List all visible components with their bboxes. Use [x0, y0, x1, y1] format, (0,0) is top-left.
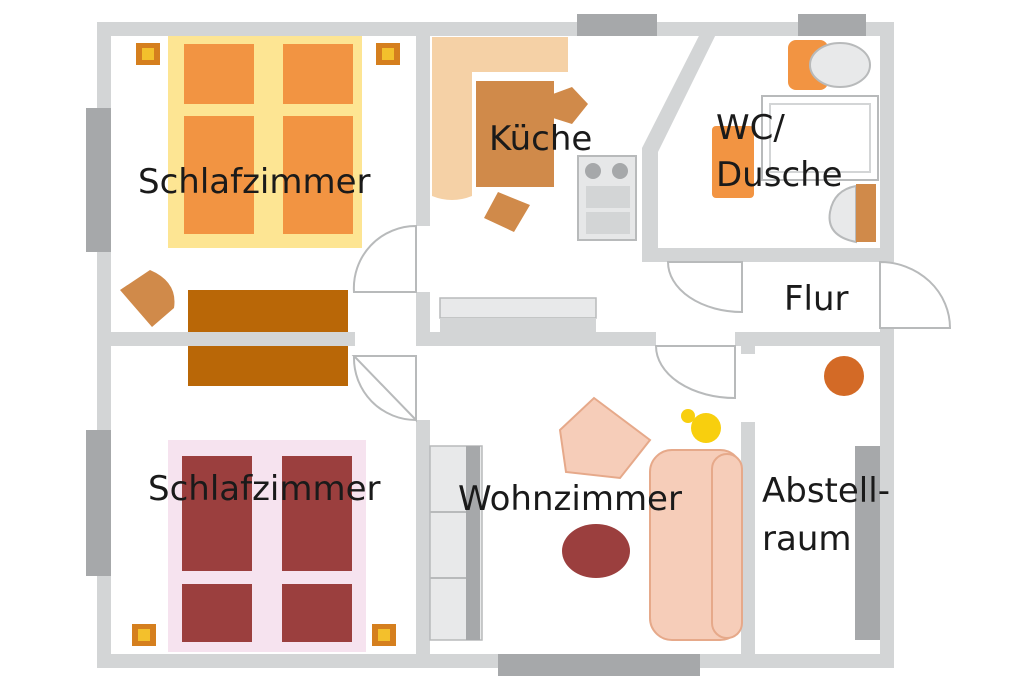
- wall-kitchen-diagonal: [642, 22, 722, 262]
- armchair-living: [558, 396, 652, 480]
- pillow-bottom-left: [182, 584, 252, 642]
- wall-horizontal-middle-center: [416, 332, 656, 346]
- room-labels: Schlafzimmer Küche WC/ Dusche Flur Schla…: [138, 108, 890, 559]
- shower-tray: [761, 95, 879, 181]
- label-wc-line2: Dusche: [716, 155, 843, 195]
- nightstand-lamp-bottom-left: [132, 624, 156, 646]
- lamp-light: [138, 629, 150, 641]
- wc-cabinet: [712, 126, 754, 198]
- kitchen-chair-top: [553, 87, 588, 124]
- door-bedroom-bottom: [351, 355, 417, 423]
- sofa-backrest: [711, 453, 743, 639]
- kitchen-chair-bottom: [484, 192, 530, 232]
- nightstand-lamp-bottom-right: [372, 624, 396, 646]
- sideboard-kitchen: [439, 297, 597, 332]
- sideboard-base: [440, 318, 596, 332]
- floor-lamp: [681, 409, 721, 443]
- door-entrance: [879, 260, 952, 329]
- doors: [351, 224, 952, 423]
- sofa: [649, 449, 743, 641]
- wall-flur-stub: [741, 332, 755, 354]
- outer-wall-right-upper: [880, 22, 894, 262]
- mattress-bottom-right: [282, 456, 352, 571]
- windows: [86, 14, 880, 676]
- sink: [828, 184, 857, 244]
- outer-wall-bottom: [97, 654, 894, 668]
- stove-burner: [612, 163, 628, 179]
- label-schlafzimmer-bottom: Schlafzimmer: [148, 469, 381, 509]
- kitchen-table: [476, 81, 554, 187]
- desk-bottom: [188, 346, 348, 386]
- window-left-upper: [86, 108, 111, 252]
- lamp-light: [382, 48, 394, 60]
- toilet-bowl: [809, 42, 871, 88]
- armchair-bedroom: [120, 270, 175, 327]
- door-wc: [666, 261, 743, 314]
- shelf-unit: [429, 445, 483, 641]
- lamp-small: [681, 409, 695, 423]
- pillow-bottom-right: [282, 584, 352, 642]
- wall-horizontal-middle-right: [735, 332, 880, 346]
- window-bottom-living: [498, 654, 700, 676]
- nightstand-lamp-top-right: [376, 43, 400, 65]
- window-left-lower: [86, 430, 111, 576]
- desk-top: [188, 290, 348, 332]
- kitchen-counter: [432, 37, 568, 200]
- window-top-kitchen: [577, 14, 657, 36]
- label-abstell-line2: raum: [762, 519, 851, 559]
- bed-bottom: [168, 440, 366, 652]
- window-top-wc: [798, 14, 866, 36]
- wall-bedroom-top-right-upper: [416, 22, 430, 226]
- label-wc-line1: WC/: [716, 108, 785, 148]
- label-abstell-line1: Abstell-: [762, 471, 890, 511]
- towel-rack: [856, 184, 876, 242]
- pillow-top-left: [184, 44, 254, 104]
- door-bedroom-bottom-arc: [352, 355, 417, 421]
- door-bedroom-top: [352, 224, 417, 293]
- pillow-top-right: [283, 44, 353, 104]
- stove-burner: [585, 163, 601, 179]
- shower-inner: [769, 103, 871, 173]
- label-kueche: Küche: [489, 119, 592, 159]
- wall-wc-bottom: [658, 248, 894, 262]
- door-living: [654, 345, 736, 400]
- lamp-large: [691, 413, 721, 443]
- shelf-back: [466, 446, 480, 640]
- label-schlafzimmer-top: Schlafzimmer: [138, 162, 371, 202]
- mattress-bottom-left: [182, 456, 252, 571]
- coffee-table: [562, 524, 630, 578]
- oven-door: [586, 186, 630, 208]
- label-flur: Flur: [784, 279, 849, 319]
- lamp-light: [378, 629, 390, 641]
- wall-horizontal-middle-left: [97, 332, 355, 346]
- lamp-light: [142, 48, 154, 60]
- wall-storage-left: [741, 422, 755, 668]
- wall-bedroom-bottom-right-lower: [416, 420, 430, 668]
- stove: [577, 155, 637, 241]
- outer-wall-top: [97, 22, 894, 36]
- oven-drawer: [586, 212, 630, 234]
- label-wohnzimmer: Wohnzimmer: [458, 479, 682, 519]
- sideboard-top: [439, 297, 597, 319]
- mattress-top-left: [184, 116, 254, 234]
- window-right-storage: [855, 446, 880, 640]
- nightstand-lamp-top-left: [136, 43, 160, 65]
- bed-top: [168, 36, 362, 248]
- plant: [824, 356, 864, 396]
- mattress-top-right: [283, 116, 353, 234]
- outer-wall-right-lower: [880, 328, 894, 668]
